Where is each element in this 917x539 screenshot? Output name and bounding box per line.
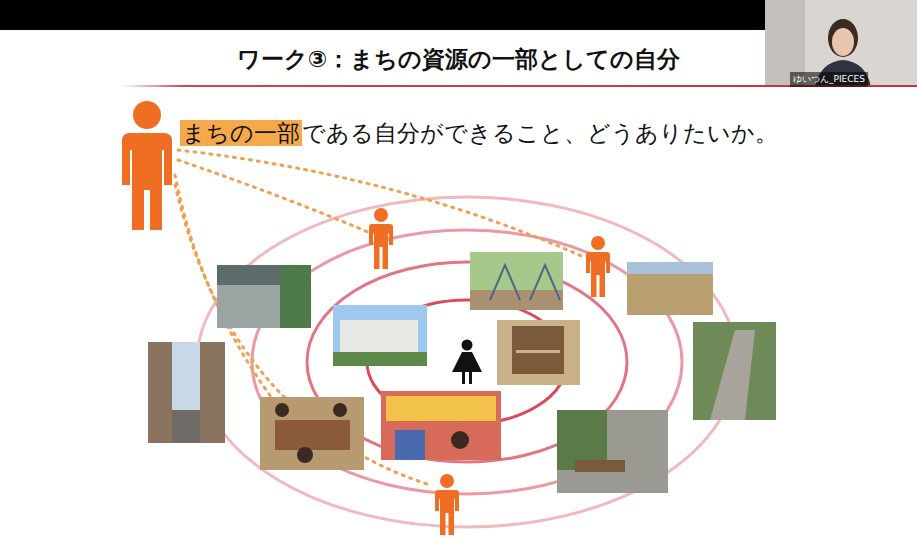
self-figure xyxy=(122,101,172,230)
slide-title: ワーク③：まちの資源の一部としての自分 xyxy=(0,44,917,75)
webcam-label: ゆいつん_PIECES xyxy=(790,72,868,87)
prompt-rest: である自分ができること、どうありたいか。 xyxy=(302,120,778,146)
highlight: まちの一部 xyxy=(180,120,302,146)
neighbor-figures xyxy=(369,208,610,535)
dotted-links xyxy=(175,150,586,485)
prompt-text: まちの一部である自分ができること、どうありたいか。 xyxy=(180,118,778,149)
concentric-rings xyxy=(197,197,737,527)
webcam-frame xyxy=(765,0,917,87)
child-figure xyxy=(452,340,482,385)
town-photos xyxy=(148,252,776,493)
